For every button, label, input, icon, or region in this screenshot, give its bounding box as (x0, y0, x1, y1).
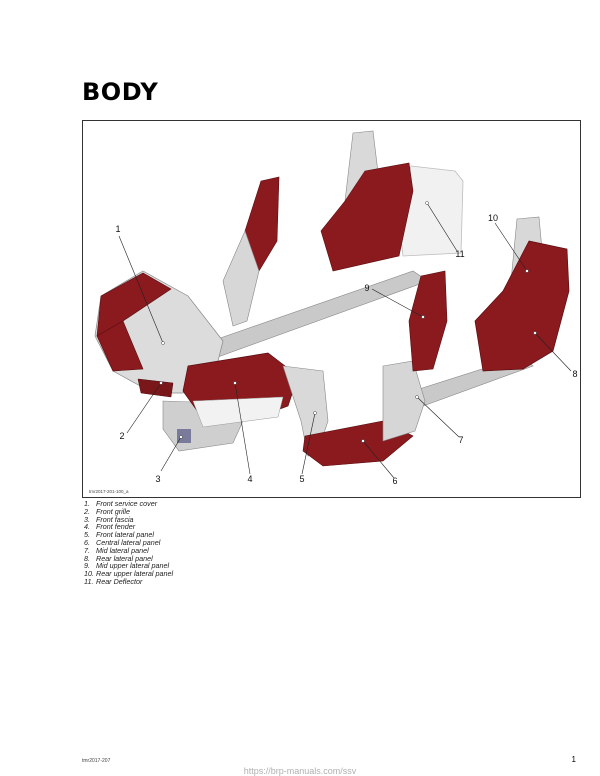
callout-11: 11 (455, 249, 465, 259)
legend-item: 10.Rear upper lateral panel (84, 569, 174, 579)
page-number: 1 (571, 755, 576, 764)
legend-item: 9.Mid upper lateral panel (84, 561, 170, 571)
callout-4: 4 (247, 474, 253, 484)
exploded-view-drawing (94, 130, 572, 479)
parts-legend: 1.Front service cover 2.Front grille 3.F… (84, 500, 173, 586)
callout-9: 9 (364, 283, 370, 293)
legend-item: 8.Rear lateral panel (84, 553, 153, 563)
watermark-link[interactable]: https://brp-manuals.com/ssv (243, 766, 357, 776)
callout-2: 2 (119, 431, 125, 441)
callout-7: 7 (458, 435, 464, 445)
legend-item: 4.Front fender (84, 522, 136, 532)
body-panels-illustration: 1 2 3 4 5 6 7 8 9 10 11 tmr2017-201-100_… (82, 120, 581, 498)
figure-code: tmr2017-201-100_a (89, 489, 129, 494)
legend-item: 7.Mid lateral panel (84, 545, 149, 555)
callout-10: 10 (487, 213, 498, 223)
callout-6: 6 (392, 476, 398, 486)
legend-item: 2.Front grille (84, 506, 130, 516)
legend-item: 6.Central lateral panel (84, 537, 161, 547)
callout-8: 8 (572, 369, 578, 379)
legend-item: 1.Front service cover (84, 499, 158, 508)
legend-item: 5.Front lateral panel (84, 530, 154, 540)
page-title: BODY (82, 78, 159, 106)
callout-5: 5 (299, 474, 305, 484)
legend-item: 3.Front fascia (84, 514, 134, 524)
callout-3: 3 (155, 474, 161, 484)
callout-1: 1 (115, 224, 121, 234)
legend-item: 11.Rear Deflector (84, 576, 143, 586)
document-code: tmr2017-207 (82, 758, 111, 764)
